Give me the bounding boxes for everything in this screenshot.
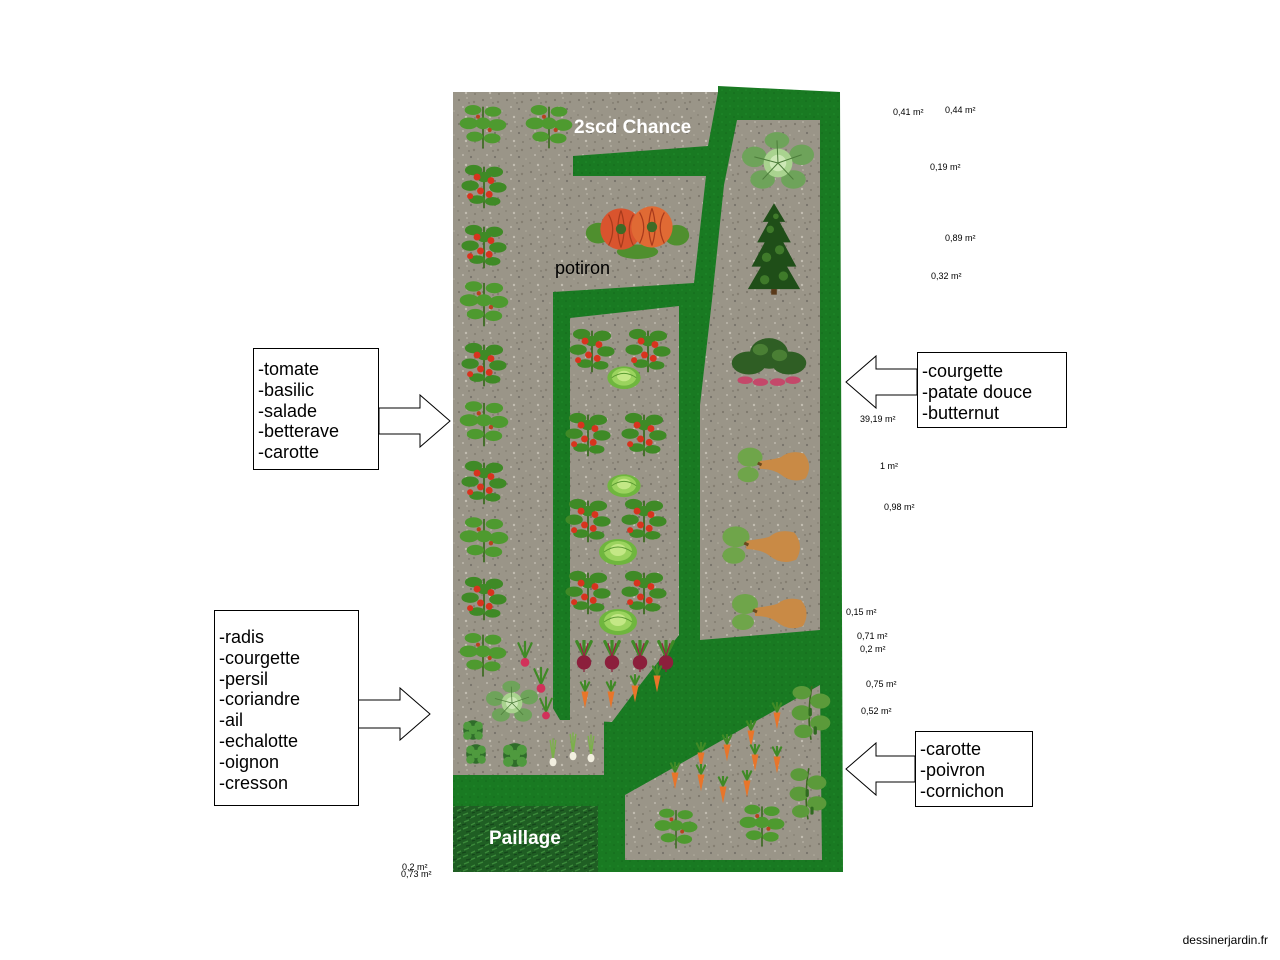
legend-item: -radis: [219, 627, 265, 647]
lettuce-icon: [606, 473, 642, 498]
legend-item: -poivron: [920, 759, 986, 780]
legend-right-bottom: -carotte -poivron -cornichon: [915, 731, 1033, 807]
arrow-right-icon: [357, 686, 431, 742]
area-label: 0,44 m²: [945, 105, 976, 115]
bed-bottom-right: [625, 685, 822, 860]
area-label: 0,41 m²: [893, 107, 924, 117]
area-label: 1 m²: [880, 461, 898, 471]
credit-link[interactable]: dessinerjardin.fr: [1182, 933, 1268, 947]
legend-item: -coriandre: [219, 689, 301, 710]
legend-left-bottom: -radis -courgette -persil -coriandre -ai…: [214, 610, 359, 806]
legend-item: -courgette: [219, 647, 301, 668]
zone-label-second-chance: 2scd Chance: [574, 117, 692, 138]
area-label: 0,98 m²: [884, 502, 915, 512]
area-label: 0,2 m²: [402, 862, 428, 872]
lettuce-icon: [598, 608, 638, 636]
zone-label-potiron: potiron: [555, 258, 611, 278]
legend-item: -ail: [219, 710, 244, 731]
arrow-right-icon: [378, 393, 451, 449]
area-label: 0,73 m²: [401, 869, 432, 879]
area-label: 0,32 m²: [931, 271, 962, 281]
arrow-left-icon: [845, 741, 916, 797]
bed-mulch: [453, 806, 598, 872]
legend-left-top: -tomate -basilic -salade -betterave -car…: [253, 348, 379, 470]
legend-item: -cresson: [219, 772, 289, 793]
area-label: 0,19 m²: [930, 162, 961, 172]
legend-item: -echalotte: [219, 730, 299, 751]
legend-item: -carotte: [258, 442, 320, 463]
bed-herbs: [453, 640, 604, 775]
herb-icon: [463, 720, 483, 740]
area-label: 0,71 m²: [857, 631, 888, 641]
bed-tomato: [570, 306, 679, 722]
legend-item: -butternut: [922, 402, 1000, 423]
legend-item: -patate douce: [922, 381, 1033, 402]
area-label: 0,52 m²: [861, 706, 892, 716]
area-label: 0,15 m²: [846, 607, 877, 617]
legend-item: -tomate: [258, 359, 320, 379]
area-label: 0,75 m²: [866, 679, 897, 689]
arrow-left-icon: [845, 354, 918, 410]
legend-item: -cornichon: [920, 780, 1005, 801]
herb-icon: [466, 744, 486, 764]
area-label: 39,19 m²: [860, 414, 896, 424]
lettuce-icon: [598, 538, 638, 566]
legend-item: -courgette: [922, 361, 1004, 381]
zone-label-paillage: Paillage: [489, 828, 561, 849]
legend-item: -oignon: [219, 751, 280, 772]
legend-right-top: -courgette -patate douce -butternut: [917, 352, 1067, 428]
lettuce-icon: [606, 365, 642, 390]
legend-item: -basilic: [258, 379, 315, 400]
area-label: 0,89 m²: [945, 233, 976, 243]
area-label: 0,2 m²: [860, 644, 886, 654]
legend-item: -salade: [258, 400, 318, 421]
legend-item: -betterave: [258, 421, 340, 442]
herb-icon: [503, 743, 527, 767]
bed-left-strip: [453, 92, 718, 775]
legend-item: -carotte: [920, 739, 982, 759]
legend-item: -persil: [219, 668, 269, 689]
